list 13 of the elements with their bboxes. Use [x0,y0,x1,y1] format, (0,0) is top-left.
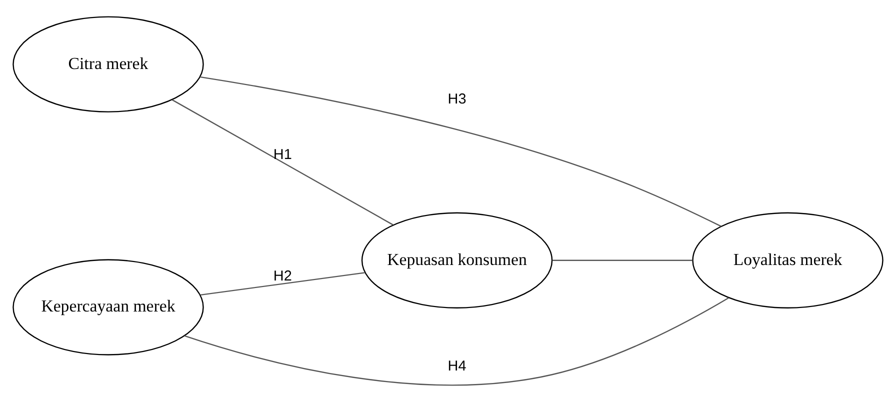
connector [200,272,365,296]
connector [172,98,394,225]
connector [184,296,729,386]
connector [552,259,692,260]
edge-label: H1 [273,146,292,162]
edge-label: H2 [273,268,292,284]
node-ellipse: Kepercayaan merek [12,258,204,355]
edge-label: H4 [448,358,466,374]
node-ellipse: Loyalitas merek [692,212,884,308]
node-ellipse: Citra merek [12,16,204,112]
edge-label: H3 [448,91,466,108]
node-ellipse: Kepuasan konsumen [361,212,553,308]
connector [200,76,722,226]
